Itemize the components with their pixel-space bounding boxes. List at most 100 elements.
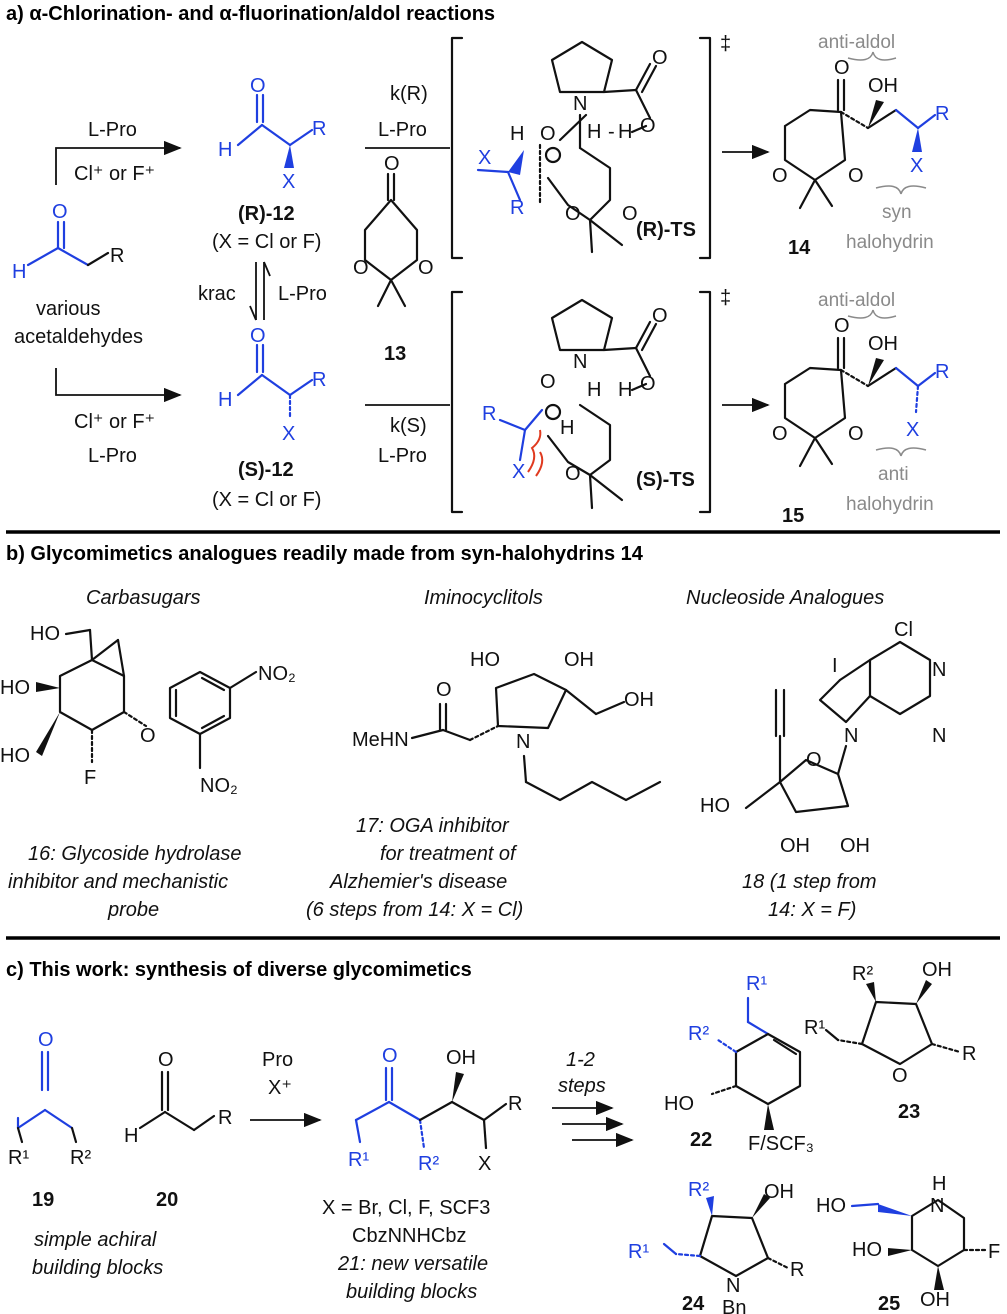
arrow-bottom-reagent2: L-Pro: [88, 445, 137, 467]
s-ts-structure: O O N H H O H O R X: [482, 298, 668, 510]
product14-halohydrin: halohydrin: [846, 232, 934, 253]
svg-text:NO₂: NO₂: [200, 775, 238, 797]
start-label-various: various: [36, 298, 100, 320]
arrow-bottom-reagent1: Cl⁺ or F⁺: [74, 411, 155, 433]
svg-text:X: X: [512, 461, 525, 483]
cmpd21-line1: 21: new versatile: [337, 1253, 488, 1275]
svg-text:O: O: [382, 1045, 398, 1067]
svg-text:R²: R²: [418, 1153, 439, 1175]
category-iminocyclitols: Iminocyclitols: [424, 587, 543, 609]
s-ts-bracket: [450, 290, 712, 514]
svg-text:O: O: [540, 123, 556, 145]
svg-text:X: X: [478, 147, 491, 169]
panel-b-title: b) Glycomimetics analogues readily made …: [6, 543, 644, 565]
cmpd18-line1: 18 (1 step from: [742, 871, 877, 893]
svg-text:R¹: R¹: [746, 973, 767, 995]
svg-text:OH: OH: [780, 835, 810, 857]
svg-text:R: R: [510, 197, 524, 219]
r12-label: (R)-12: [238, 203, 295, 225]
svg-text:X: X: [910, 155, 923, 177]
svg-text:O: O: [652, 47, 668, 69]
lpro-mid-label: L-Pro: [278, 283, 327, 305]
svg-text:R: R: [962, 1043, 976, 1065]
cmpd21-x-options2: CbzNNHCbz: [352, 1225, 466, 1247]
svg-text:NO₂: NO₂: [258, 663, 296, 685]
dioxanone-13-structure: O O O: [353, 153, 434, 308]
cmpd21-x-options: X = Br, Cl, F, SCF3: [322, 1197, 490, 1219]
r12-structure: O H R X: [218, 75, 326, 193]
svg-text:OH: OH: [922, 959, 952, 981]
svg-text:N: N: [516, 731, 530, 753]
reagent-pro: Pro: [262, 1049, 293, 1071]
cmpd17-line4: (6 steps from 14: X = Cl): [306, 899, 523, 921]
svg-text:O: O: [892, 1065, 908, 1087]
multi-step-arrows: [552, 1100, 634, 1148]
svg-text:OH: OH: [920, 1289, 950, 1311]
svg-text:H: H: [218, 139, 232, 161]
cmpd17-line1: 17: OGA inhibitor: [356, 815, 510, 837]
svg-text:HO: HO: [852, 1239, 882, 1261]
s12-label: (S)-12: [238, 459, 294, 481]
svg-text:O: O: [250, 325, 266, 347]
cmpd22-label: 22: [690, 1129, 712, 1151]
cmpd17-line2: for treatment of: [380, 843, 518, 865]
svg-text:MeHN: MeHN: [352, 729, 409, 751]
compound-17-structure: HO OH O MeHN N OH: [352, 649, 662, 802]
svg-text:N: N: [573, 351, 587, 373]
arrow-top-reagent2: Cl⁺ or F⁺: [74, 163, 155, 185]
svg-text:O: O: [622, 203, 638, 225]
compound-25-structure: H N HO HO OH F: [816, 1173, 1000, 1311]
svg-text:O: O: [834, 315, 850, 337]
svg-text:OH: OH: [764, 1181, 794, 1203]
svg-text:N: N: [844, 725, 858, 747]
k-r-label: k(R): [390, 83, 428, 105]
product-14-structure: O O O OH R X: [772, 57, 949, 210]
svg-text:OH: OH: [564, 649, 594, 671]
s-ts-label: (S)-TS: [636, 469, 695, 491]
r12-x-note: (X = Cl or F): [212, 231, 321, 253]
svg-text:OH: OH: [624, 689, 654, 711]
svg-text:F: F: [988, 1241, 1000, 1263]
krac-label: krac: [198, 283, 236, 305]
product15-anti: anti: [878, 464, 909, 485]
cmpd21-line2: building blocks: [346, 1281, 477, 1303]
cmpd14-label: 14: [788, 237, 811, 259]
svg-text:O: O: [640, 115, 656, 137]
lpro-s-label: L-Pro: [378, 445, 427, 467]
svg-text:R²: R²: [852, 963, 873, 985]
svg-text:O: O: [772, 423, 788, 445]
svg-text:O: O: [806, 749, 822, 771]
cmpd25-label: 25: [878, 1293, 900, 1314]
svg-text:F: F: [84, 767, 96, 789]
svg-text:O: O: [834, 57, 850, 79]
product14-anti-aldol: anti-aldol: [818, 32, 895, 53]
svg-text:R: R: [935, 361, 949, 383]
cmpd15-label: 15: [782, 505, 804, 527]
steps-label2: steps: [558, 1075, 606, 1097]
svg-text:R: R: [935, 103, 949, 125]
svg-text:R: R: [110, 245, 124, 267]
svg-text:H: H: [12, 261, 26, 283]
svg-text:OH: OH: [868, 333, 898, 355]
r-ts-structure: O O N H - H H O O O X R: [476, 40, 668, 254]
svg-text:O: O: [436, 679, 452, 701]
svg-text:HO: HO: [664, 1093, 694, 1115]
svg-text:R²: R²: [70, 1147, 91, 1169]
s12-x-note: (X = Cl or F): [212, 489, 321, 511]
svg-text:R¹: R¹: [348, 1149, 369, 1171]
svg-text:X: X: [282, 423, 295, 445]
svg-text:O: O: [158, 1049, 174, 1071]
steps-label1: 1-2: [566, 1049, 595, 1071]
simple-line1: simple achiral: [34, 1229, 157, 1251]
svg-text:O: O: [384, 153, 400, 175]
category-nucleoside-analogues: Nucleoside Analogues: [686, 587, 884, 609]
svg-text:X: X: [906, 419, 919, 441]
svg-text:R: R: [312, 118, 326, 140]
svg-text:R¹: R¹: [804, 1017, 825, 1039]
svg-text:Cl: Cl: [894, 619, 913, 641]
svg-text:N: N: [573, 93, 587, 115]
reagent-x: X⁺: [268, 1077, 292, 1099]
svg-text:OH: OH: [840, 835, 870, 857]
svg-text:H: H: [932, 1173, 946, 1195]
